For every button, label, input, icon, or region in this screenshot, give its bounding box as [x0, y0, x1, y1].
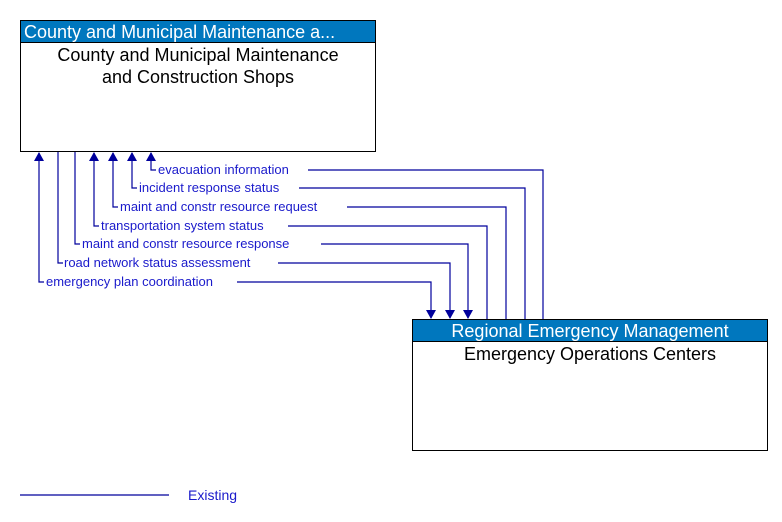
- flow-label: maint and constr resource response: [82, 236, 289, 251]
- flow-label: road network status assessment: [64, 255, 251, 270]
- regional-emergency-management-box[interactable]: Regional Emergency Management Emergency …: [412, 319, 768, 451]
- flow-label: emergency plan coordination: [46, 274, 213, 289]
- flow-label: evacuation information: [158, 162, 289, 177]
- county-municipal-maintenance-box[interactable]: County and Municipal Maintenance a... Co…: [20, 20, 376, 152]
- flow-evacuation-information[interactable]: [146, 152, 544, 319]
- box-header: County and Municipal Maintenance a...: [21, 21, 375, 43]
- box-title-line2: and Construction Shops: [101, 67, 295, 87]
- box-title-line1: County and Municipal Maintenance: [57, 45, 339, 65]
- flow-label: maint and constr resource request: [120, 199, 318, 214]
- flow-transportation-system-status[interactable]: [89, 152, 488, 319]
- flow-label: transportation system status: [101, 218, 264, 233]
- flow-incident-response-status[interactable]: [127, 152, 526, 319]
- legend-existing-label: Existing: [188, 487, 238, 503]
- box-header: Regional Emergency Management: [413, 320, 767, 342]
- box-body: Emergency Operations Centers: [413, 342, 767, 365]
- flow-label: incident response status: [139, 180, 280, 195]
- box-title-line1: Emergency Operations Centers: [463, 344, 717, 364]
- box-body: County and Municipal Maintenance and Con…: [21, 43, 375, 88]
